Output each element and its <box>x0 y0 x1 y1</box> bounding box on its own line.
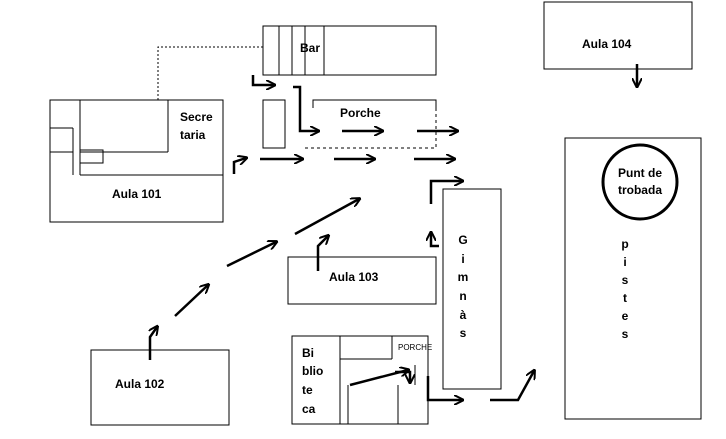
biblioteca-line2: blio <box>302 364 323 378</box>
svg-text:t: t <box>623 291 627 305</box>
arrow-diagonal-2 <box>226 242 276 268</box>
arrow-aula102-exit <box>150 327 157 360</box>
arrow-to-pistes <box>490 371 534 402</box>
svg-text:s: s <box>460 326 467 340</box>
arrow-porche-down <box>293 85 318 131</box>
biblioteca-line3: te <box>302 383 313 397</box>
secretaria-label-line1: Secre <box>180 110 213 124</box>
dotted-connector <box>157 46 263 100</box>
svg-text:G: G <box>458 233 467 247</box>
porche-block <box>262 99 437 149</box>
arrow-aula101-exit <box>232 158 246 174</box>
secretaria-label-line2: taria <box>180 128 206 142</box>
porche-label: Porche <box>340 106 381 120</box>
bar-label: Bar <box>300 41 320 55</box>
svg-text:n: n <box>459 289 466 303</box>
arrow-gym-left <box>431 233 439 248</box>
pistes-area <box>564 137 702 420</box>
bar-block <box>262 25 437 76</box>
meeting-point-line1: Punt de <box>618 166 662 180</box>
svg-text:s: s <box>622 273 629 287</box>
aula103-room <box>287 256 437 305</box>
arrow-diagonal-3 <box>174 285 208 317</box>
svg-text:i: i <box>623 255 626 269</box>
west-building <box>49 99 224 223</box>
meeting-point-line2: trobada <box>618 183 662 197</box>
arrow-bar-exit <box>251 75 274 85</box>
aula102-room <box>90 349 230 426</box>
aula103-label: Aula 103 <box>329 270 379 284</box>
biblioteca-line1: Bi <box>302 346 314 360</box>
svg-text:i: i <box>461 252 464 266</box>
svg-text:e: e <box>622 309 629 323</box>
svg-text:à: à <box>460 308 467 322</box>
arrow-biblioteca-3 <box>426 376 462 400</box>
aula101-label: Aula 101 <box>112 187 162 201</box>
arrow-aula103-exit <box>316 236 328 271</box>
svg-text:s: s <box>622 327 629 341</box>
arrow-biblioteca-2 <box>395 370 410 382</box>
svg-text:p: p <box>621 237 628 251</box>
biblioteca-line4: ca <box>302 402 316 416</box>
aula102-label: Aula 102 <box>115 377 165 391</box>
svg-text:m: m <box>458 270 469 284</box>
aula104-room <box>543 1 693 70</box>
arrow-gym-top <box>429 181 462 204</box>
evacuation-arrows <box>150 64 637 400</box>
gimnas-label: G i m n à s <box>458 233 469 340</box>
porche-small-label: PORCHE <box>398 343 432 352</box>
meeting-point-circle <box>601 143 679 221</box>
arrow-diagonal-1 <box>294 199 359 236</box>
gimnas-room <box>442 188 502 390</box>
pistes-label: p i s t e s <box>621 237 628 341</box>
aula104-label: Aula 104 <box>582 37 632 51</box>
